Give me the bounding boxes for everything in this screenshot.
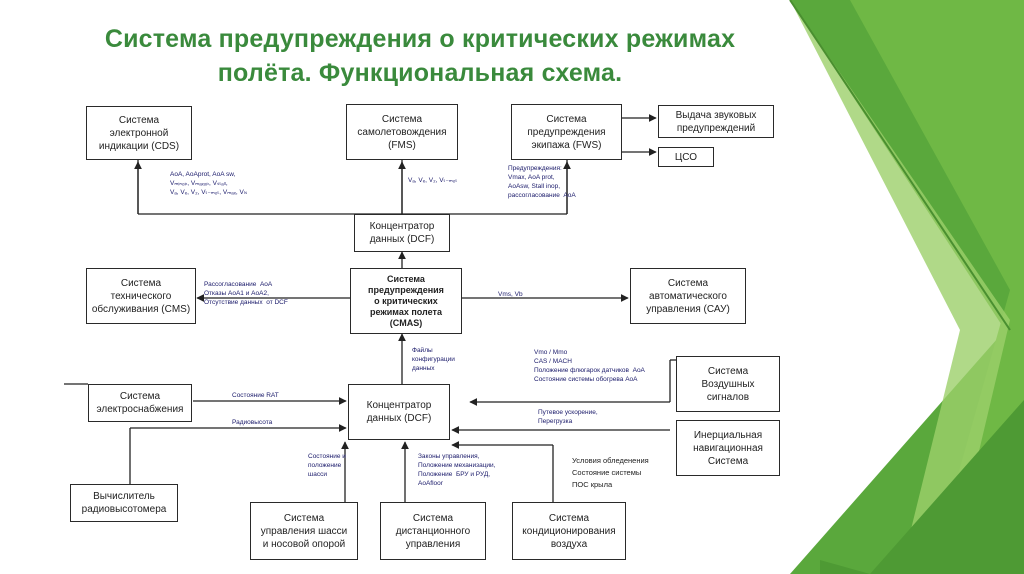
label-config-files: Файлы конфигурации данных bbox=[412, 347, 455, 372]
box-cso: ЦСО bbox=[658, 147, 714, 167]
label-inertial-params: Путевое ускорение, Перегрузка bbox=[538, 409, 598, 425]
box-air-conditioning: Система кондиционирования воздуха bbox=[512, 502, 626, 560]
label-cds-params: AoA, AoAprot, AoA sw, Vₘᵢₙₒₚ, Vₘₐₓₒₚ, Vₛ… bbox=[170, 171, 248, 196]
label-gear-params: Состояние и положение шасси bbox=[308, 453, 346, 478]
label-air-params: Vmo / Mmo CAS / MACH Положение флюгарок … bbox=[534, 349, 645, 383]
green-panel-shape bbox=[790, 0, 1010, 574]
box-cms: Система технического обслуживания (CMS) bbox=[86, 268, 196, 324]
box-sound-warnings: Выдача звуковых предупреждений bbox=[658, 105, 774, 138]
label-sau-params: Vms, Vb bbox=[498, 291, 523, 298]
box-dcf-top: Концентратор данных (DCF) bbox=[354, 214, 450, 252]
box-fbw: Система дистанционного управления bbox=[380, 502, 486, 560]
green-panel-shape bbox=[870, 400, 1024, 574]
title-line-2: полёта. Функциональная схема. bbox=[217, 59, 623, 87]
box-radio-altimeter: Вычислитель радиовысотомера bbox=[70, 484, 178, 522]
box-cds: Система электронной индикации (CDS) bbox=[86, 106, 192, 160]
label-icing-params: Условия обледенения Состояние системы ПО… bbox=[572, 456, 649, 489]
box-fws: Система предупреждения экипажа (FWS) bbox=[511, 104, 622, 160]
green-panel-shape bbox=[820, 560, 870, 574]
box-fms: Система самолетовождения (FMS) bbox=[346, 104, 458, 160]
box-sau: Система автоматического управления (САУ) bbox=[630, 268, 746, 324]
title-line-1: Система предупреждения о критических реж… bbox=[104, 25, 736, 53]
label-rat-state: Состояние RAT bbox=[232, 392, 279, 399]
label-cms-params: Рассогласование AoA Отказы AoA1 и AoA2, … bbox=[204, 281, 288, 306]
box-power: Система электроснабжения bbox=[88, 384, 192, 422]
slide-title: Система предупреждения о критических реж… bbox=[0, 22, 840, 90]
label-fms-params: Vₐ, Vₑ, V₂, Vₜ₋ₘₒₜ bbox=[408, 177, 458, 184]
label-fbw-params: Законы управления, Положение механизации… bbox=[418, 453, 496, 487]
box-inertial: Инерциальная навигационная Система bbox=[676, 420, 780, 476]
label-radio-altitude: Радиовысота bbox=[232, 419, 273, 426]
box-gear: Система управления шасси и носовой опоро… bbox=[250, 502, 358, 560]
diagonal-line bbox=[789, 0, 1011, 331]
box-air-data: Система Воздушных сигналов bbox=[676, 356, 780, 412]
label-fws-params: Предупреждения: Vmax, AoA prot, AoAsw, S… bbox=[508, 165, 576, 199]
box-dcf-bottom: Концентратор данных (DCF) bbox=[348, 384, 450, 440]
box-cmas: Система предупреждения о критических реж… bbox=[350, 268, 462, 334]
